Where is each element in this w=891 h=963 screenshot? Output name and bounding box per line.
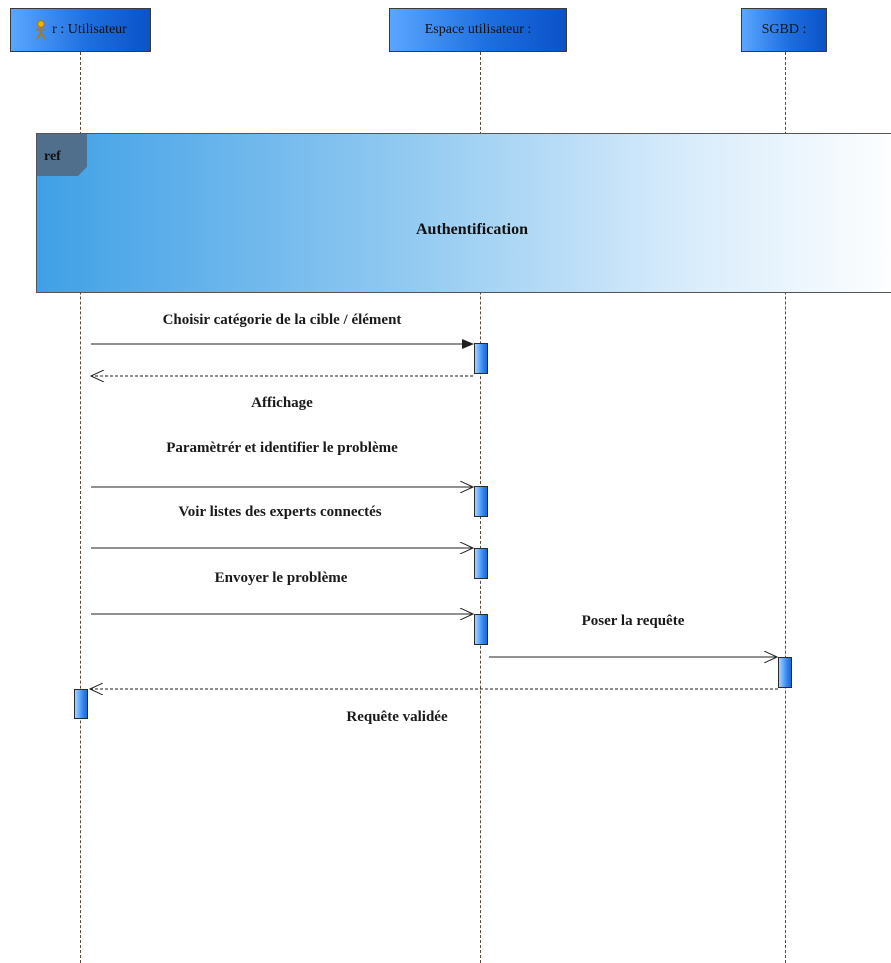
activation-utilisateur-1 (74, 689, 88, 719)
message-label-voir-listes: Voir listes des experts connectés (178, 504, 382, 520)
lifeline-utilisateur (80, 52, 81, 963)
message-label-requete-validee: Requête validée (346, 709, 448, 725)
lifeline-label-sgbd: SGBD : (761, 22, 807, 37)
ref-tag-label: ref (44, 149, 61, 164)
message-label-poser-requete: Poser la requête (581, 613, 685, 629)
activation-espace-1 (474, 343, 488, 374)
activation-espace-4 (474, 614, 488, 645)
lifeline-sgbd (785, 52, 786, 963)
lifeline-label-espace: Espace utilisateur : (424, 22, 532, 37)
ref-frame-title: Authentification (416, 221, 528, 238)
activation-espace-2 (474, 486, 488, 517)
ref-frame-authentification[interactable]: ref Authentification (36, 133, 891, 293)
actor-icon (36, 20, 47, 40)
message-label-parametrer: Paramètrér et identifier le problème (166, 440, 398, 456)
activation-sgbd-1 (778, 657, 792, 688)
lifeline-header-sgbd[interactable]: SGBD : (741, 8, 827, 52)
activation-espace-3 (474, 548, 488, 579)
ref-tag (37, 134, 87, 176)
message-label-envoyer: Envoyer le problème (214, 570, 348, 586)
lifeline-label-utilisateur: r : Utilisateur (52, 22, 127, 37)
message-label-affichage: Affichage (251, 395, 313, 411)
lifeline-header-espace[interactable]: Espace utilisateur : (389, 8, 567, 52)
message-label-choisir: Choisir catégorie de la cible / élément (162, 312, 402, 328)
lifeline-header-utilisateur[interactable]: r : Utilisateur (10, 8, 151, 52)
